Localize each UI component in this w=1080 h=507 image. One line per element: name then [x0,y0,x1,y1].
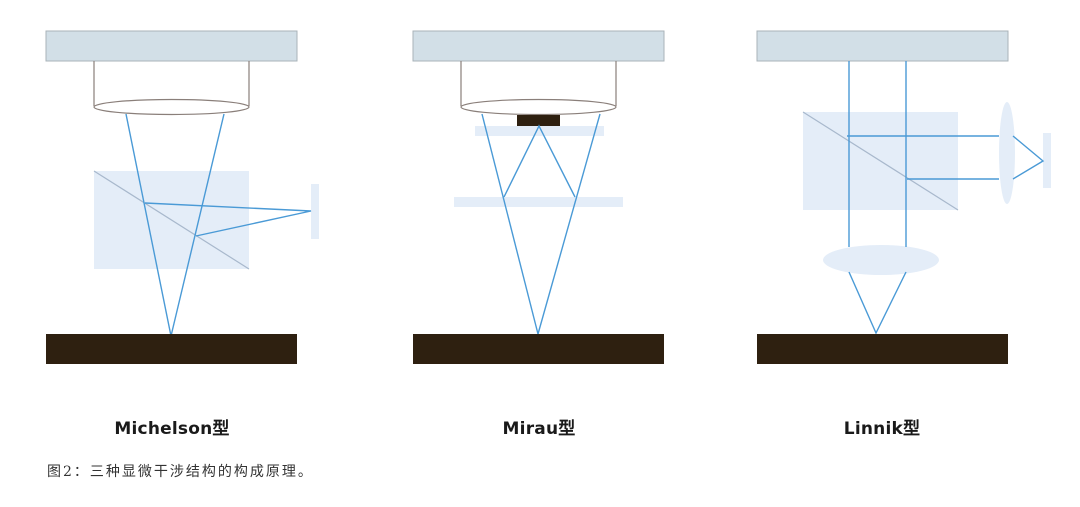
objective-housing [93,61,250,106]
reference-lens [999,102,1015,204]
linnik-label: Linnik型 [843,419,921,439]
reference-mirror [1043,133,1051,188]
objective-plate [412,30,665,62]
objective-lens [93,98,250,116]
beam-splitter-diagonal [802,111,959,211]
beam-splitter-diagonal [93,170,250,270]
mirau-diagram [412,30,665,364]
michelson-label: Michelson型 [114,419,230,439]
light-rays [847,61,1045,335]
reference-mirror [311,184,319,239]
reference-mirror [517,115,560,126]
mirau-label: Mirau型 [502,419,576,439]
reference-plate [475,126,604,136]
objective-plate [756,30,1009,62]
sample-surface [413,334,664,364]
objective-housing [460,61,617,106]
light-rays [125,113,312,337]
figure-caption: 图2：三种显微干涉结构的构成原理。 [47,464,314,480]
light-rays [481,113,601,335]
interferometer-diagrams [45,30,1051,364]
sample-surface [46,334,297,364]
beam-splitter-plate [454,197,623,207]
linnik-diagram [756,30,1051,364]
objective-plate [45,30,298,62]
michelson-diagram [45,30,319,364]
sample-objective-lens [823,245,939,275]
sample-surface [757,334,1008,364]
objective-lens [460,98,617,116]
